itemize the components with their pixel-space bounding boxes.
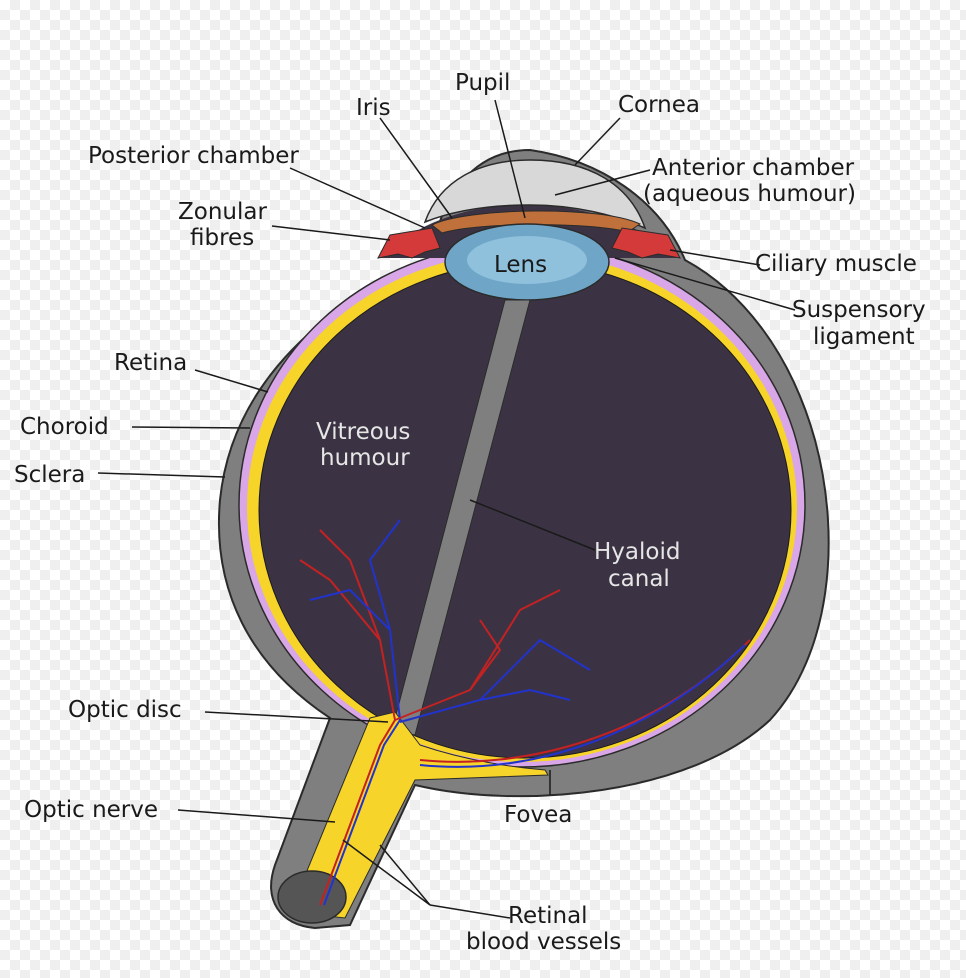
- ciliary-muscle-right: [611, 227, 681, 259]
- lens-highlight: [467, 236, 587, 284]
- hyaloid-canal: [391, 299, 531, 736]
- label-aqueous-humour: (aqueous humour): [643, 181, 856, 207]
- cornea: [423, 159, 647, 230]
- optic-nerve: [289, 711, 549, 919]
- label-ligament: ligament: [813, 324, 915, 350]
- label-canal: canal: [608, 566, 670, 592]
- label-optic-nerve: Optic nerve: [24, 797, 159, 823]
- label-hyaloid: Hyaloid: [594, 539, 681, 565]
- retinal-blood-vessels: [299, 519, 751, 906]
- label-vitreous: Vitreous: [316, 419, 411, 445]
- label-blood-vessels: blood vessels: [466, 929, 622, 955]
- label-fibres: fibres: [190, 225, 255, 251]
- vitreous-body: [258, 261, 792, 759]
- label-retina: Retina: [114, 350, 188, 376]
- label-sclera: Sclera: [14, 462, 86, 488]
- label-optic-disc: Optic disc: [68, 697, 182, 723]
- label-suspensory: Suspensory: [792, 297, 926, 323]
- label-zonular: Zonular: [178, 199, 267, 225]
- label-posterior-chamber: Posterior chamber: [88, 143, 299, 169]
- label-ciliary-muscle: Ciliary muscle: [755, 251, 917, 277]
- label-choroid: Choroid: [20, 414, 109, 440]
- label-fovea: Fovea: [504, 802, 573, 828]
- label-retinal: Retinal: [508, 903, 588, 929]
- label-iris: Iris: [356, 95, 391, 121]
- optic-nerve-stump: [277, 870, 347, 924]
- label-anterior-chamber: Anterior chamber: [652, 155, 855, 181]
- label-lens: Lens: [494, 252, 548, 278]
- leader-lines: [97, 99, 796, 919]
- label-humour: humour: [320, 445, 410, 471]
- iris: [431, 210, 642, 234]
- ciliary-muscle-left: [377, 227, 441, 259]
- label-pupil: Pupil: [455, 70, 511, 96]
- label-cornea: Cornea: [618, 92, 701, 118]
